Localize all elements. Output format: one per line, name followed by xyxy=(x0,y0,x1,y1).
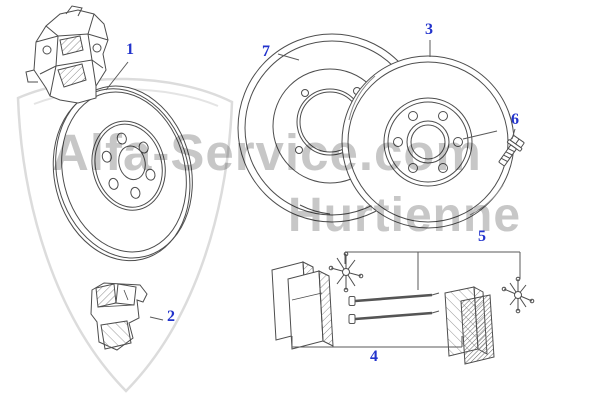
part-label-7[interactable]: 7 xyxy=(262,43,270,60)
watermark-line2: Hurtienne xyxy=(288,189,522,242)
brake-disc-left-drawing xyxy=(52,85,193,262)
part-label-5[interactable]: 5 xyxy=(478,228,486,245)
caliper-bracket-drawing xyxy=(90,282,148,351)
brake-pads-right-drawing xyxy=(444,286,495,365)
part-label-1[interactable]: 1 xyxy=(126,41,134,58)
pad-spring-left-drawing xyxy=(328,251,364,293)
pad-spring-right-drawing xyxy=(501,276,535,314)
retaining-pin-drawing-2 xyxy=(348,310,440,324)
brake-disc-right-drawing xyxy=(341,55,515,229)
watermark-line1: Alfa-Service.com xyxy=(52,124,482,181)
bolt-drawing xyxy=(498,135,525,167)
leader-lines xyxy=(105,40,521,348)
brake-pads-left-drawing xyxy=(271,261,334,350)
part-label-2[interactable]: 2 xyxy=(167,308,175,325)
part-label-4[interactable]: 4 xyxy=(370,348,378,365)
retaining-pin-drawing-1 xyxy=(348,292,440,306)
brake-caliper-drawing xyxy=(25,5,109,104)
part-label-3[interactable]: 3 xyxy=(425,21,433,38)
part-label-6[interactable]: 6 xyxy=(511,111,519,128)
